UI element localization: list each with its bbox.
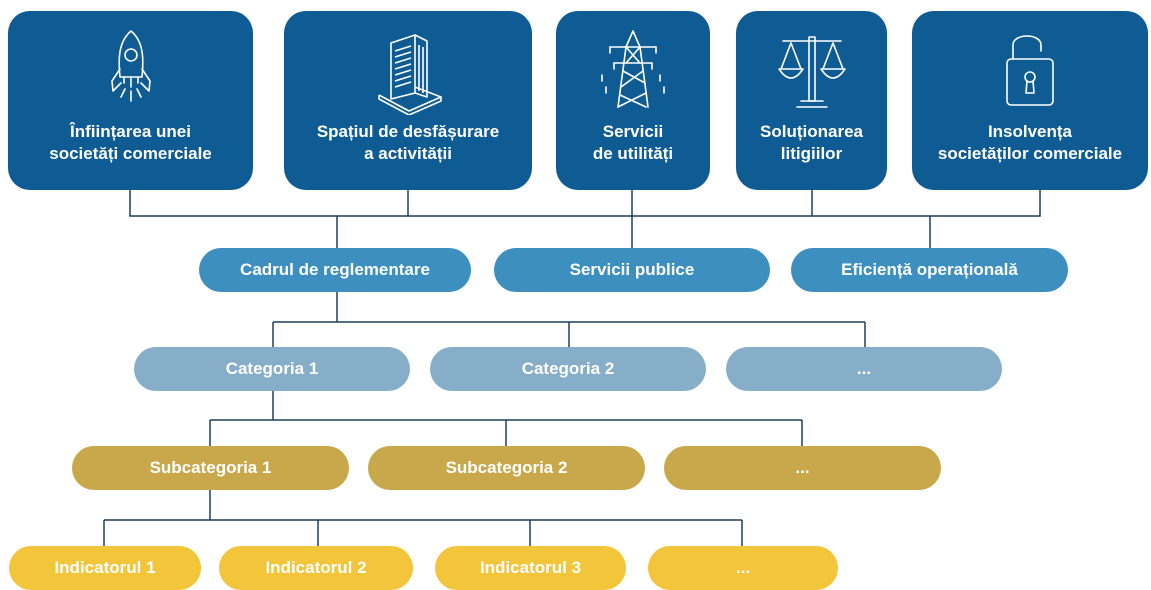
subcategory-more: ...: [664, 446, 941, 490]
topic-card-starting-business: Înființarea unei societăți comerciale: [8, 11, 253, 190]
pillar-regulatory-framework: Cadrul de reglementare: [199, 248, 471, 292]
topic-title: Soluționarea litigiilor: [760, 122, 863, 163]
padlock-icon: [1006, 35, 1054, 106]
indicator-2: Indicatorul 2: [219, 546, 413, 590]
indicator-3: Indicatorul 3: [435, 546, 626, 590]
topic-card-dispute-resolution: Soluționarea litigiilor: [736, 11, 887, 190]
indicator-more: ...: [648, 546, 838, 590]
topic-card-utility-services: Servicii de utilități: [556, 11, 710, 190]
pillar-operational-efficiency: Eficiență operațională: [791, 248, 1068, 292]
topic-title: Insolvența societăților comerciale: [937, 122, 1123, 163]
subcategory-1: Subcategoria 1: [72, 446, 349, 490]
building-icon: [378, 34, 442, 115]
topic-card-business-insolvency: Insolvența societăților comerciale: [912, 11, 1148, 190]
rocket-icon: [110, 30, 151, 102]
topic-card-business-premises: Spațiul de desfășurare a activității: [284, 11, 532, 190]
topic-title: Înființarea unei societăți comerciale: [49, 122, 212, 163]
power-pylon-icon: [601, 30, 665, 108]
topic-title: Spațiul de desfășurare a activității: [316, 122, 500, 163]
scales-icon: [777, 36, 846, 108]
category-more: ...: [726, 347, 1002, 391]
topic-title: Servicii de utilități: [592, 122, 674, 163]
category-2: Categoria 2: [430, 347, 706, 391]
subcategory-2: Subcategoria 2: [368, 446, 645, 490]
category-1: Categoria 1: [134, 347, 410, 391]
pillar-public-services: Servicii publice: [494, 248, 770, 292]
indicator-1: Indicatorul 1: [9, 546, 201, 590]
